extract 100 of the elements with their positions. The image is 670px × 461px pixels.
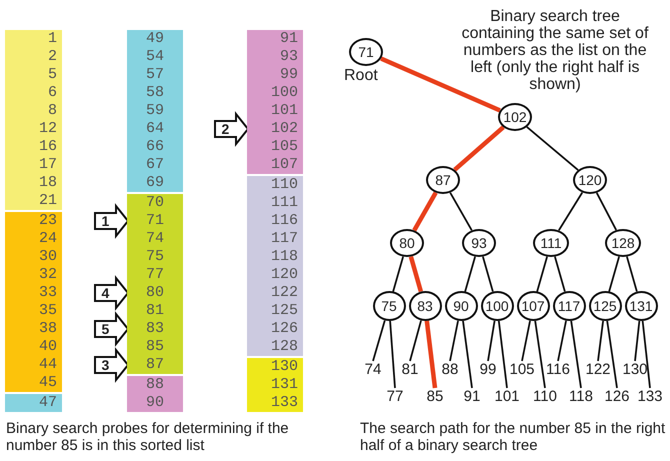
arrow-number: 1 xyxy=(102,213,110,229)
list-number: 16 xyxy=(5,138,62,156)
list-number: 88 xyxy=(127,376,183,394)
list-band xyxy=(5,212,62,392)
block-arrow xyxy=(94,203,130,239)
list-number: 83 xyxy=(127,320,183,338)
list-band xyxy=(247,176,303,356)
list-number: 24 xyxy=(5,230,62,248)
leaf-number: 81 xyxy=(394,362,426,378)
list-number: 74 xyxy=(127,230,183,248)
arrow-number: 3 xyxy=(102,357,110,373)
arrow-number: 4 xyxy=(102,285,110,301)
caption-text: Binary search probes for determining if the number 85 is in this sorted list xyxy=(6,420,290,454)
tree-node-circle: 128 xyxy=(605,229,641,257)
leaf-number: 133 xyxy=(634,389,666,405)
tree-edge xyxy=(634,320,640,362)
list-number: 120 xyxy=(247,266,303,284)
tree-heading: Binary search tree containing the same set of numbers as the list on the left (only the right half is shown) xyxy=(460,8,650,93)
list-number: 87 xyxy=(127,356,183,374)
list-number: 110 xyxy=(247,176,303,194)
list-number: 125 xyxy=(247,302,303,320)
tree-node-circle: 125 xyxy=(588,291,622,321)
tree-node-circle: 93 xyxy=(462,229,496,257)
list-band xyxy=(127,30,183,192)
tree-node-circle: 100 xyxy=(480,291,514,321)
tree-edge xyxy=(534,320,546,388)
list-number: 8 xyxy=(5,102,62,120)
tree-edge xyxy=(536,256,548,292)
list-number: 70 xyxy=(127,194,183,212)
tree-edge xyxy=(597,320,604,362)
list-number: 66 xyxy=(127,138,183,156)
list-number: 102 xyxy=(247,120,303,138)
search-path-line xyxy=(380,56,501,112)
tree-node-circle: 87 xyxy=(426,166,460,194)
list-number: 47 xyxy=(5,394,62,412)
list-number: 23 xyxy=(5,212,62,230)
list-number: 33 xyxy=(5,284,62,302)
search-path-line xyxy=(424,320,438,388)
list-number: 45 xyxy=(5,374,62,392)
tree-edge xyxy=(606,320,618,388)
list-number: 6 xyxy=(5,84,62,102)
list-number: 111 xyxy=(247,194,303,212)
tree-node-circle: 83 xyxy=(408,291,442,321)
list-number: 59 xyxy=(127,102,183,120)
list-number: 75 xyxy=(127,248,183,266)
block-arrow xyxy=(94,275,130,311)
list-number: 5 xyxy=(5,66,62,84)
search-path-line xyxy=(408,256,424,292)
list-number: 77 xyxy=(127,266,183,284)
tree-edge xyxy=(526,126,579,171)
tree-edge xyxy=(389,320,396,388)
list-number: 35 xyxy=(5,302,62,320)
list-number: 118 xyxy=(247,248,303,266)
list-number: 80 xyxy=(127,284,183,302)
tree-edge xyxy=(596,192,617,230)
leaf-number: 122 xyxy=(582,362,614,378)
tree-node-circle: 111 xyxy=(533,229,569,257)
leaf-number: 91 xyxy=(456,389,488,405)
list-number: 126 xyxy=(247,320,303,338)
tree-node-circle: 75 xyxy=(372,291,406,321)
tree-edge xyxy=(372,320,386,362)
tree-node-circle: 71 xyxy=(349,38,383,66)
tree-edge xyxy=(626,256,638,292)
tree-edge xyxy=(608,256,620,292)
tree-edge xyxy=(464,256,476,292)
tree-node-circle: 117 xyxy=(552,291,586,321)
leaf-number: 74 xyxy=(357,362,389,378)
list-number: 85 xyxy=(127,338,183,356)
tree-node-circle: 107 xyxy=(516,291,550,321)
block-arrow xyxy=(94,347,130,383)
list-number: 58 xyxy=(127,84,183,102)
tree-edge xyxy=(498,320,508,388)
tree-edge xyxy=(449,192,473,231)
list-number: 105 xyxy=(247,138,303,156)
leaf-number: 101 xyxy=(491,389,523,405)
leaf-number: 110 xyxy=(529,389,561,405)
arrow-number: 5 xyxy=(102,321,110,337)
block-arrow xyxy=(94,311,130,347)
list-number: 2 xyxy=(5,48,62,66)
list-number: 30 xyxy=(5,248,62,266)
leaf-number: 77 xyxy=(379,389,411,405)
list-band xyxy=(127,194,183,374)
tree-edge xyxy=(558,192,584,231)
list-number: 32 xyxy=(5,266,62,284)
list-number: 40 xyxy=(5,338,62,356)
list-number: 122 xyxy=(247,284,303,302)
list-number: 49 xyxy=(127,30,183,48)
tree-node-circle: 102 xyxy=(498,103,532,131)
list-number: 44 xyxy=(5,356,62,374)
tree-edge xyxy=(487,320,496,362)
list-number: 130 xyxy=(247,358,303,376)
list-number: 12 xyxy=(5,120,62,138)
node-caption: Root xyxy=(344,67,378,85)
tree-node-circle: 131 xyxy=(624,291,658,321)
list-number: 38 xyxy=(5,320,62,338)
list-number: 131 xyxy=(247,376,303,394)
list-number: 81 xyxy=(127,302,183,320)
search-path-line xyxy=(412,192,438,232)
list-band xyxy=(247,30,303,174)
tree-edge xyxy=(642,320,651,388)
